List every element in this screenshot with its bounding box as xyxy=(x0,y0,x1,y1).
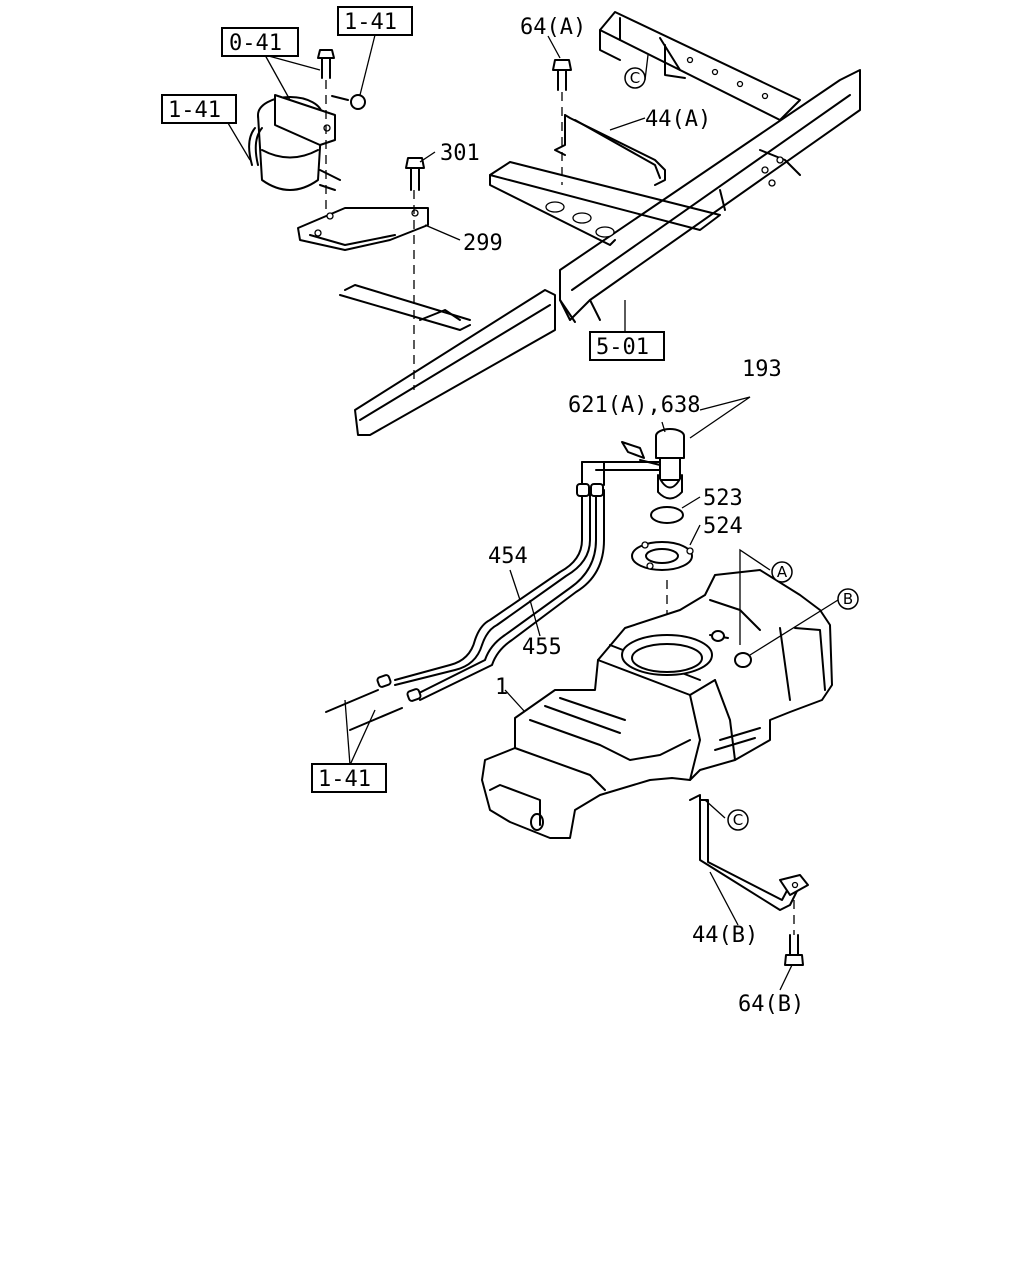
frame-rail-left xyxy=(339,284,556,436)
tag-b: B xyxy=(837,588,859,610)
label-44b: 44(B) xyxy=(692,923,758,948)
o-ring-523 xyxy=(650,506,684,524)
svg-text:A: A xyxy=(777,563,788,581)
label-301: 301 xyxy=(440,141,480,166)
tag-c-top: C xyxy=(624,67,646,89)
svg-text:C: C xyxy=(630,69,640,87)
label-621a-638: 621(A),638 xyxy=(568,393,700,418)
svg-text:1-41: 1-41 xyxy=(318,767,371,792)
label-299: 299 xyxy=(463,231,503,256)
svg-text:C: C xyxy=(733,811,743,829)
tag-a: A xyxy=(771,561,793,583)
fuel-line-454 xyxy=(394,489,591,686)
bolt-64a xyxy=(552,59,572,91)
bolt-301 xyxy=(405,157,425,191)
label-523: 523 xyxy=(703,486,743,511)
frame-rail-right xyxy=(559,69,861,323)
fuel-line-455 xyxy=(414,489,605,701)
ref-box-1-41-left: 1-41 xyxy=(161,94,237,124)
svg-text:B: B xyxy=(843,590,853,608)
lock-ring-524 xyxy=(631,541,694,571)
bolt-filter-top xyxy=(317,49,335,79)
label-64a: 64(A) xyxy=(520,15,586,40)
svg-text:0-41: 0-41 xyxy=(229,31,282,56)
svg-text:1-41: 1-41 xyxy=(344,10,397,35)
bolt-64b xyxy=(784,934,804,966)
ref-box-1-41-bottom: 1-41 xyxy=(311,763,387,793)
label-44a: 44(A) xyxy=(645,107,711,132)
label-455: 455 xyxy=(522,635,562,660)
svg-text:5-01: 5-01 xyxy=(596,335,649,360)
label-454: 454 xyxy=(488,544,528,569)
filter-bracket xyxy=(297,207,429,251)
label-1: 1 xyxy=(495,675,508,700)
ref-box-0-41: 0-41 xyxy=(221,27,299,57)
tank-strap-44a xyxy=(554,114,666,186)
fuel-tank xyxy=(481,569,833,839)
fuel-filter-assembly xyxy=(248,94,341,191)
label-64b: 64(B) xyxy=(738,992,804,1017)
fuel-pump-module xyxy=(621,428,685,500)
ref-box-5-01: 5-01 xyxy=(589,331,665,361)
clamp-filter xyxy=(331,94,366,110)
tank-strap-44b xyxy=(689,794,809,911)
label-193: 193 xyxy=(742,357,782,382)
label-524: 524 xyxy=(703,514,743,539)
tag-c-bottom: C xyxy=(727,809,749,831)
svg-text:1-41: 1-41 xyxy=(168,98,221,123)
ref-box-1-41-top: 1-41 xyxy=(337,6,413,36)
frame-cross-member-upper xyxy=(599,11,801,121)
frame-cross-member-middle xyxy=(489,161,721,246)
